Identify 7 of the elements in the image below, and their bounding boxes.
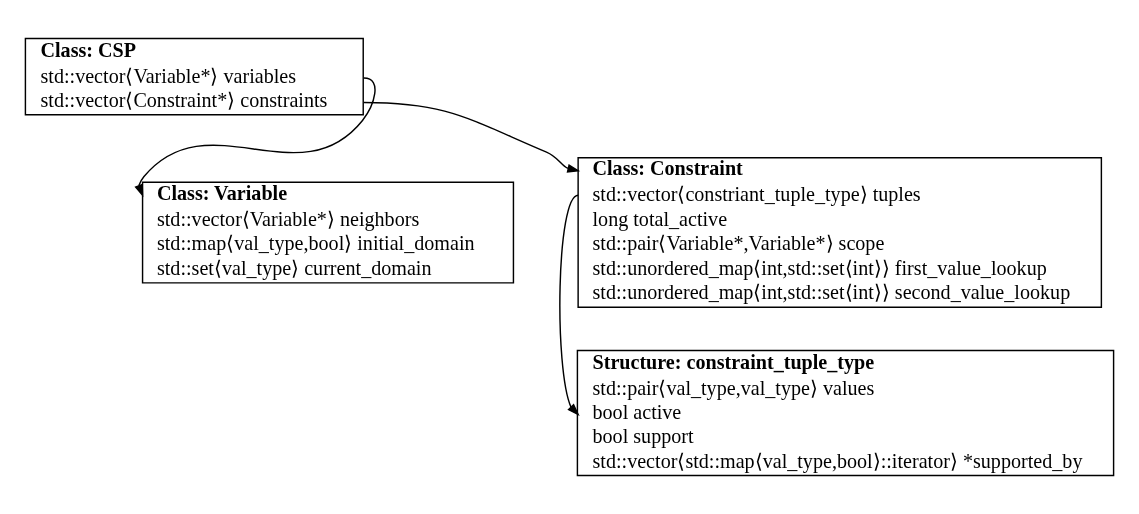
node-box: Class: CSP std::vector⟨Variable*⟩ variables std::vector⟨Constraint*⟩ constraints [24,37,364,116]
node-box: Structure: constraint_tuple_type std::pair⟨val_type,val_type⟩ values bool active bool support std::vector⟨std::map⟨val_type,bool⟩::iterator⟩ *supported_by [576,349,1115,477]
node-box: Class: Constraint std::vector⟨constriant_tuple_type⟩ tuples long total_active std::pair⟨Variable*,Variable*⟩ scope std::unordered_map⟨int,std::set⟨int⟩⟩ first_value_lookup std::unordered_map⟨int,std::set⟨int⟩⟩ second_value_lookup [577,157,1103,309]
node-box: Class: Variable std::vector⟨Variable*⟩ neighbors std::map⟨val_type,bool⟩ initial_domain std::set⟨val_type⟩ current_domain [141,181,515,284]
arrow [559,194,580,416]
arrow [363,101,581,173]
arrow [134,77,376,198]
